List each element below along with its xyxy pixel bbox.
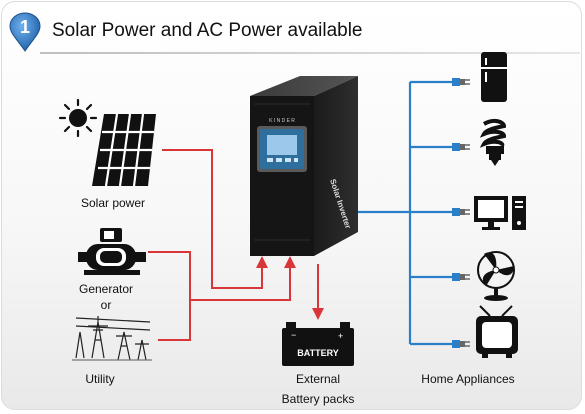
bulb-icon — [479, 118, 507, 166]
generator-wire — [148, 251, 291, 301]
generator-icon — [78, 228, 146, 275]
battery-label-line2: Battery packs — [281, 392, 355, 406]
appliances-label: Home Appliances — [421, 372, 515, 386]
page-title: Solar Power and AC Power available — [52, 20, 363, 41]
generator-label: Generator — [78, 282, 134, 296]
plug-icon — [452, 143, 470, 151]
battery-minus: − — [291, 330, 296, 340]
plug-icon — [452, 273, 470, 281]
solar-panel-icon — [92, 113, 156, 187]
plug-icon — [452, 78, 470, 86]
location-pin-icon — [9, 12, 41, 52]
solar-wire — [162, 149, 263, 289]
sun-icon — [58, 98, 98, 138]
arrow-down-icon — [312, 308, 324, 320]
arrow-up-icon — [256, 256, 268, 268]
plug-icon — [452, 340, 470, 348]
battery-label: External — [295, 372, 341, 386]
utility-label: Utility — [85, 372, 115, 386]
solar-label: Solar power — [80, 196, 146, 210]
inverter-device: K I N D E R Solar Inverter — [250, 76, 358, 256]
computer-icon — [474, 196, 526, 230]
inverter-brand: K I N D E R — [269, 118, 295, 124]
battery-device-text: BATTERY — [297, 348, 339, 358]
output-wires — [355, 80, 452, 346]
tv-icon — [476, 305, 518, 358]
input-wires — [148, 149, 319, 341]
generator-or-label: or — [100, 298, 112, 312]
fan-icon — [477, 251, 515, 301]
utility-tower-icon — [72, 316, 152, 361]
battery-plus: + — [338, 331, 343, 341]
step-number: 1 — [19, 17, 30, 37]
arrow-up-icon — [284, 256, 296, 268]
battery-icon: − + BATTERY — [282, 322, 354, 366]
plugs — [452, 78, 470, 348]
plug-icon — [452, 208, 470, 216]
step-pin: 1 — [8, 12, 42, 52]
fridge-icon — [481, 52, 507, 102]
title-divider — [40, 52, 580, 54]
lcd-screen — [267, 135, 297, 155]
input-arrows — [256, 256, 324, 320]
utility-wire — [158, 300, 191, 341]
